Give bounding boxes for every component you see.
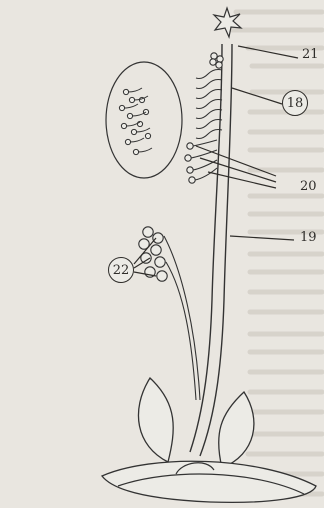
duct-star-tip [214,8,241,37]
label-19: 19 [300,231,317,245]
label-18-text: 18 [287,96,304,111]
lower-lobes [102,378,316,502]
oval-gland [106,62,182,178]
label-18: 18 [282,90,308,116]
label-20: 20 [300,180,317,194]
label-21: 21 [302,48,319,62]
oval-gland-cells [119,89,150,154]
gland-22-ducts [164,236,200,400]
label-22-text: 22 [113,263,130,278]
main-duct [190,44,232,456]
label-22: 22 [108,257,134,283]
small-gland-21 [210,53,223,68]
tubules-18 [196,70,222,139]
